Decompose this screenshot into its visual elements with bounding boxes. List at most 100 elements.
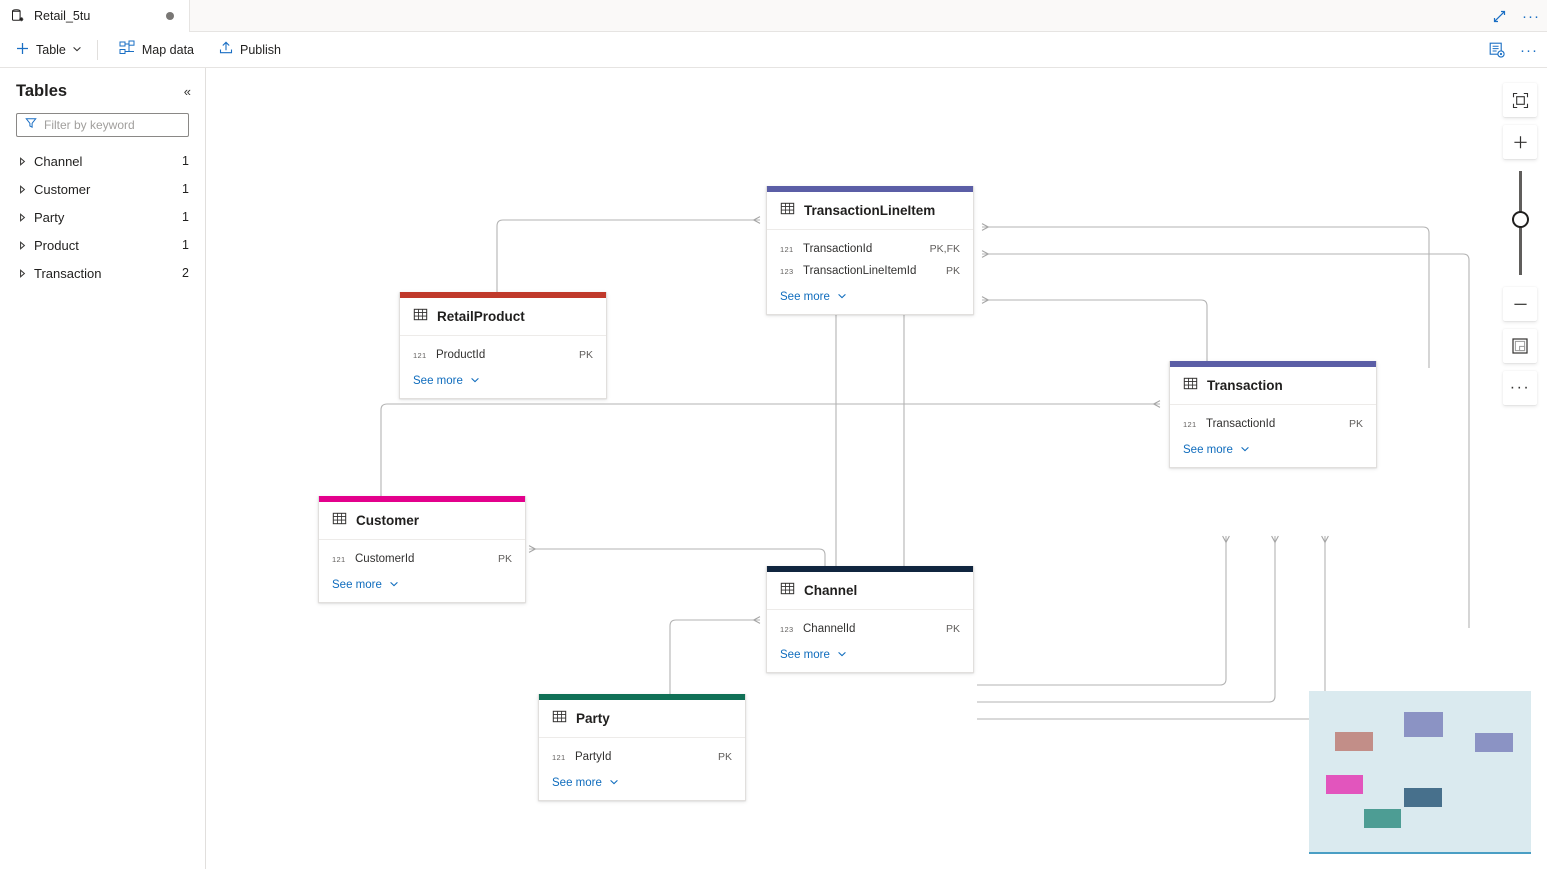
- sidebar-item-count: 2: [182, 266, 189, 280]
- column-name: ProductId: [436, 349, 486, 361]
- node-title: Transaction: [1207, 378, 1283, 393]
- minimap-rect-transactionlineitem: [1404, 712, 1443, 737]
- tab-retail-5tu[interactable]: Retail_5tu: [0, 0, 190, 32]
- sidebar-item-count: 1: [182, 154, 189, 168]
- add-table-label: Table: [36, 42, 66, 57]
- sidebar-item-label: Transaction: [34, 265, 102, 281]
- minimap-rect-customer: [1326, 775, 1363, 794]
- publish-button[interactable]: Publish: [209, 36, 290, 64]
- node-header[interactable]: Customer: [319, 502, 525, 540]
- zoom-out-button[interactable]: [1503, 287, 1537, 321]
- tab-title: Retail_5tu: [34, 9, 91, 23]
- chevron-right-icon[interactable]: [14, 268, 30, 278]
- expand-icon[interactable]: [1483, 0, 1515, 32]
- see-more-button[interactable]: See more: [767, 644, 973, 666]
- node-title: Channel: [804, 583, 858, 598]
- grid-table-icon: [332, 511, 347, 531]
- see-more-button[interactable]: See more: [400, 370, 606, 392]
- see-more-button[interactable]: See more: [767, 286, 973, 308]
- chevron-right-icon[interactable]: [14, 240, 30, 250]
- map-data-button[interactable]: Map data: [110, 36, 203, 64]
- column-key-badge: PK: [1348, 418, 1363, 430]
- entity-node-retailproduct[interactable]: RetailProduct 121 ProductId PK See more: [399, 292, 607, 399]
- node-header[interactable]: Channel: [767, 572, 973, 610]
- sidebar-item-count: 1: [182, 210, 189, 224]
- see-more-button[interactable]: See more: [539, 772, 745, 794]
- fit-to-screen-button[interactable]: [1503, 83, 1537, 117]
- see-more-label: See more: [332, 579, 382, 591]
- chevron-right-icon[interactable]: [14, 212, 30, 222]
- sidebar-item-label: Party: [34, 209, 65, 225]
- minimap[interactable]: [1309, 691, 1531, 854]
- column-key-badge: PK,FK: [929, 243, 960, 255]
- column-type-icon: 121: [413, 350, 427, 360]
- column-key-badge: PK: [578, 349, 593, 361]
- relationship-edges: [380, 216, 1470, 720]
- sidebar-item-label: Product: [34, 237, 79, 253]
- sidebar-item-label: Customer: [34, 181, 91, 197]
- list-settings-icon[interactable]: [1481, 34, 1513, 66]
- chevron-right-icon[interactable]: [14, 156, 30, 166]
- column-type-icon: 121: [332, 554, 346, 564]
- tab-more-icon[interactable]: ···: [1522, 7, 1540, 25]
- column-row[interactable]: 121 ProductId PK: [400, 344, 606, 366]
- canvas-more-button[interactable]: ···: [1503, 371, 1537, 405]
- column-name: TransactionId: [803, 243, 873, 255]
- unsaved-dot-icon: [166, 12, 174, 20]
- see-more-button[interactable]: See more: [1170, 439, 1376, 461]
- node-header[interactable]: TransactionLineItem: [767, 192, 973, 230]
- chevron-down-icon: [470, 375, 480, 387]
- see-more-button[interactable]: See more: [319, 574, 525, 596]
- see-more-label: See more: [413, 375, 463, 387]
- diagram-canvas[interactable]: TransactionLineItem 121 TransactionId PK,FK…: [207, 68, 1547, 869]
- command-more-icon[interactable]: ···: [1520, 41, 1538, 59]
- collapse-sidebar-icon[interactable]: «: [183, 84, 191, 99]
- map-data-label: Map data: [141, 42, 195, 57]
- sidebar-item-party[interactable]: Party 1: [0, 203, 205, 231]
- grid-table-icon: [413, 307, 428, 327]
- minimap-rect-party: [1364, 809, 1401, 828]
- see-more-label: See more: [780, 649, 830, 661]
- zoom-slider[interactable]: [1503, 167, 1537, 279]
- toggle-minimap-button[interactable]: [1503, 329, 1537, 363]
- node-header[interactable]: Transaction: [1170, 367, 1376, 405]
- filter-placeholder: Filter by keyword: [44, 118, 135, 132]
- sidebar-item-transaction[interactable]: Transaction 2: [0, 259, 205, 287]
- column-type-icon: 123: [780, 266, 794, 276]
- column-type-icon: 121: [1183, 419, 1197, 429]
- column-name: TransactionLineItemId: [803, 265, 917, 277]
- command-bar: Table Map data: [0, 32, 1547, 68]
- column-type-icon: 121: [780, 244, 794, 254]
- zoom-slider-thumb[interactable]: [1512, 211, 1529, 228]
- node-header[interactable]: Party: [539, 700, 745, 738]
- filter-icon: [25, 116, 37, 134]
- column-key-badge: PK: [497, 553, 512, 565]
- entity-node-transactionlineitem[interactable]: TransactionLineItem 121 TransactionId PK,FK…: [766, 186, 974, 315]
- tab-bar-actions: ···: [1483, 0, 1547, 32]
- filter-input[interactable]: Filter by keyword: [16, 113, 189, 137]
- add-table-button[interactable]: Table: [6, 36, 91, 64]
- node-header[interactable]: RetailProduct: [400, 298, 606, 336]
- plus-icon: [15, 41, 30, 59]
- zoom-in-button[interactable]: [1503, 125, 1537, 159]
- column-row[interactable]: 121 TransactionId PK,FK: [767, 238, 973, 260]
- chevron-right-icon[interactable]: [14, 184, 30, 194]
- node-color-bar: [400, 292, 606, 298]
